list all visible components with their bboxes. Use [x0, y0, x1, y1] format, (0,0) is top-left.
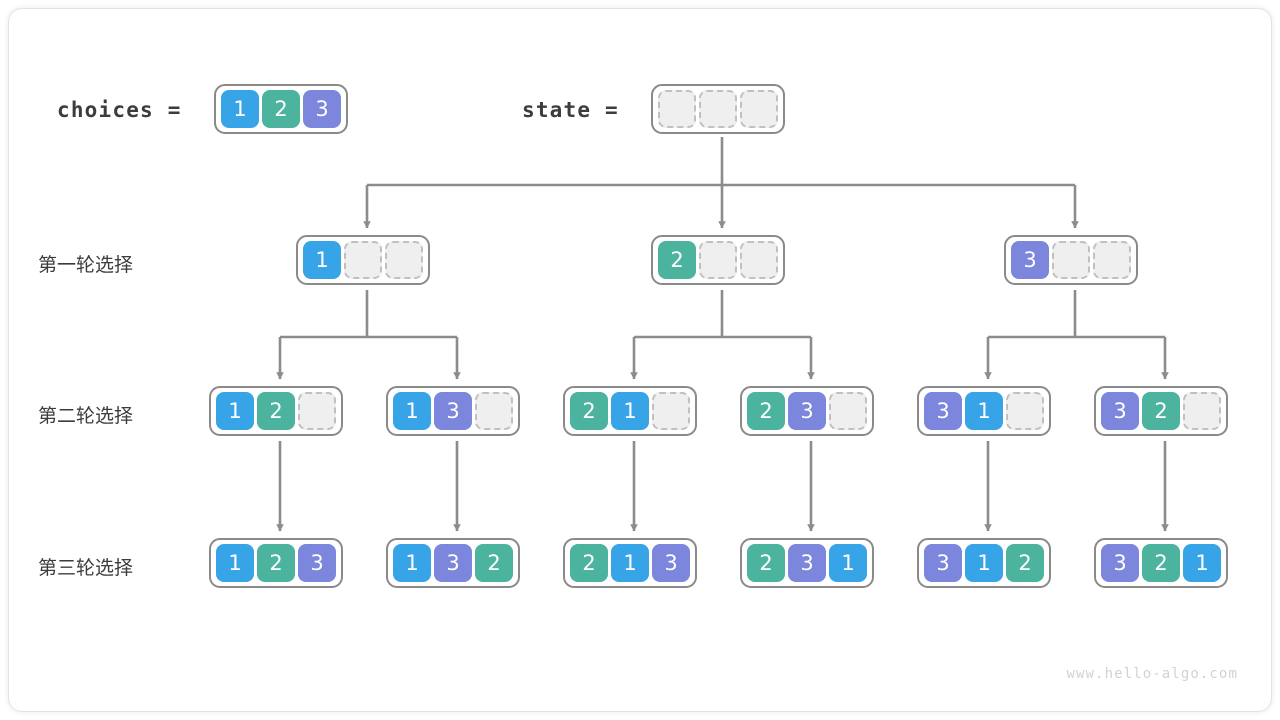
round2-4-cell-empty	[1006, 392, 1044, 430]
round2-4-cell-value: 3	[924, 392, 962, 430]
round3-5-cell-value: 1	[1183, 544, 1221, 582]
round2-0-cell-value: 1	[216, 392, 254, 430]
row-label-round-1: 第一轮选择	[38, 254, 134, 276]
round1-2-cell-value: 3	[1011, 241, 1049, 279]
round1-0-cell-empty	[344, 241, 382, 279]
round1-array-0: 1	[296, 235, 430, 285]
round2-0-cell-value: 2	[257, 392, 295, 430]
round3-2-cell-value: 3	[652, 544, 690, 582]
round2-2-cell-empty	[652, 392, 690, 430]
round1-1-cell-empty	[740, 241, 778, 279]
round3-0-cell-value: 3	[298, 544, 336, 582]
round1-0-cell-value: 1	[303, 241, 341, 279]
round1-2-cell-empty	[1093, 241, 1131, 279]
round1-1-cell-value: 2	[658, 241, 696, 279]
round3-5-cell-value: 2	[1142, 544, 1180, 582]
choices-cell-value: 1	[221, 90, 259, 128]
row-label-round-3: 第三轮选择	[38, 557, 134, 579]
round3-3-cell-value: 3	[788, 544, 826, 582]
round2-5-cell-value: 2	[1142, 392, 1180, 430]
round3-4-cell-value: 3	[924, 544, 962, 582]
round3-1-cell-value: 1	[393, 544, 431, 582]
round2-4-cell-value: 1	[965, 392, 1003, 430]
round1-0-cell-empty	[385, 241, 423, 279]
round2-1-cell-value: 3	[434, 392, 472, 430]
state-label: state =	[522, 98, 619, 122]
round3-0-cell-value: 1	[216, 544, 254, 582]
round1-2-cell-empty	[1052, 241, 1090, 279]
round3-4-cell-value: 2	[1006, 544, 1044, 582]
state-cell-empty	[658, 90, 696, 128]
round3-3-cell-value: 2	[747, 544, 785, 582]
round3-4-cell-value: 1	[965, 544, 1003, 582]
state-cell-empty	[699, 90, 737, 128]
round2-5-cell-empty	[1183, 392, 1221, 430]
round2-2-cell-value: 1	[611, 392, 649, 430]
round2-3-cell-value: 3	[788, 392, 826, 430]
round2-1-cell-empty	[475, 392, 513, 430]
state-cell-empty	[740, 90, 778, 128]
watermark: www.hello-algo.com	[1066, 666, 1238, 682]
choices-cell-value: 2	[262, 90, 300, 128]
round2-0-cell-empty	[298, 392, 336, 430]
state-array	[651, 84, 785, 134]
round3-2-cell-value: 1	[611, 544, 649, 582]
round3-1-cell-value: 2	[475, 544, 513, 582]
round2-3-cell-empty	[829, 392, 867, 430]
round3-2-cell-value: 2	[570, 544, 608, 582]
round1-array-1: 2	[651, 235, 785, 285]
round3-0-cell-value: 2	[257, 544, 295, 582]
choices-label: choices =	[57, 98, 182, 122]
round1-array-2: 3	[1004, 235, 1138, 285]
round3-3-cell-value: 1	[829, 544, 867, 582]
round3-5-cell-value: 3	[1101, 544, 1139, 582]
round2-3-cell-value: 2	[747, 392, 785, 430]
round1-1-cell-empty	[699, 241, 737, 279]
round3-1-cell-value: 3	[434, 544, 472, 582]
round2-2-cell-value: 2	[570, 392, 608, 430]
page-frame	[8, 8, 1272, 712]
round2-5-cell-value: 3	[1101, 392, 1139, 430]
choices-cell-value: 3	[303, 90, 341, 128]
row-label-round-2: 第二轮选择	[38, 405, 134, 427]
round2-1-cell-value: 1	[393, 392, 431, 430]
